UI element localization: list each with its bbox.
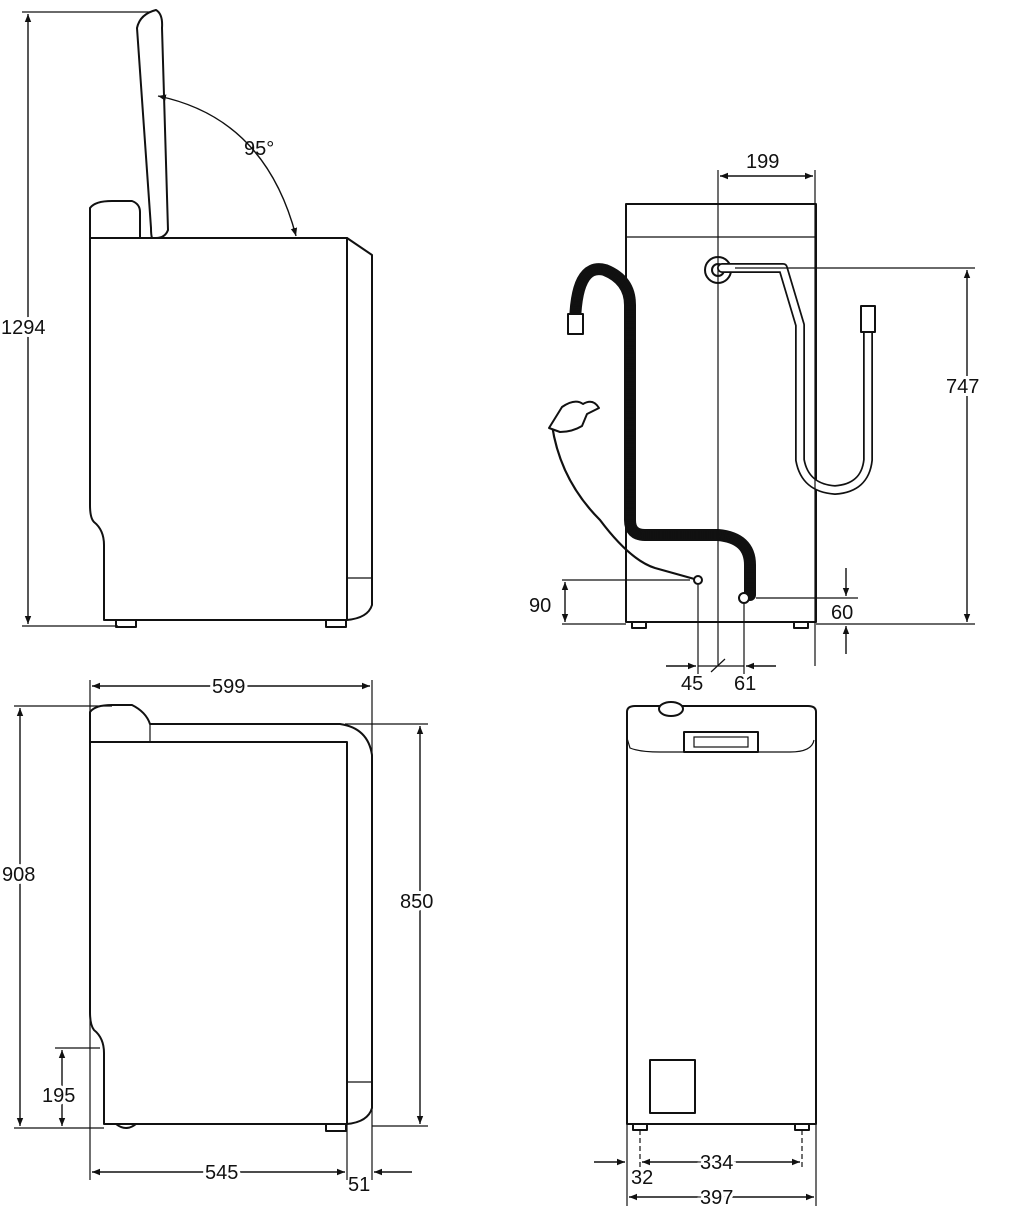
- lid-angle-arc: [157, 94, 298, 237]
- lid-angle-label: 95°: [244, 138, 274, 160]
- inset-32-label: 32: [631, 1167, 653, 1189]
- lid-open: [136, 9, 169, 239]
- height-open-label: 1294: [1, 317, 46, 339]
- machine-rear-panel: [346, 237, 373, 621]
- front-view: 334 32 397: [594, 701, 817, 1212]
- depth-599-label: 599: [212, 676, 245, 698]
- depth-545-label: 545: [205, 1162, 238, 1184]
- width-199-label: 199: [746, 151, 779, 173]
- rear-view-connections: 199 747 90 60 45 61: [529, 151, 982, 695]
- drain-height-label: 60: [831, 602, 853, 624]
- inlet-height-label: 747: [946, 376, 979, 398]
- width-397-label: 397: [700, 1187, 733, 1209]
- front-foot-left: [632, 1123, 648, 1131]
- control-display: [683, 731, 759, 753]
- side-view-lid-open: 95° 1294: [0, 9, 373, 628]
- program-knob: [658, 701, 684, 717]
- height-850-label: 850: [400, 891, 433, 913]
- service-flap: [649, 1059, 696, 1114]
- rear-foot-left: [631, 621, 647, 629]
- power-height-label: 90: [529, 595, 551, 617]
- plinth-195-label: 195: [42, 1085, 75, 1107]
- feet-334-label: 334: [700, 1152, 733, 1174]
- control-console: [89, 200, 141, 239]
- side-view-closed: 599 908 850 195 545 51: [0, 673, 436, 1196]
- front-foot-right: [794, 1123, 810, 1131]
- foot-front: [115, 619, 137, 628]
- protrusion-51-label: 51: [348, 1174, 370, 1196]
- rear-foot-right: [793, 621, 809, 629]
- machine-body: [89, 237, 348, 621]
- height-908-label: 908: [2, 864, 35, 886]
- power-cable: [548, 400, 703, 585]
- offset-61-label: 61: [734, 673, 756, 695]
- closed-body: [89, 741, 348, 1125]
- foot-rear: [325, 619, 347, 628]
- front-body: [626, 705, 817, 1125]
- drain-hose: [567, 263, 756, 604]
- offset-45-label: 45: [681, 673, 703, 695]
- closed-foot-rear: [325, 1123, 347, 1132]
